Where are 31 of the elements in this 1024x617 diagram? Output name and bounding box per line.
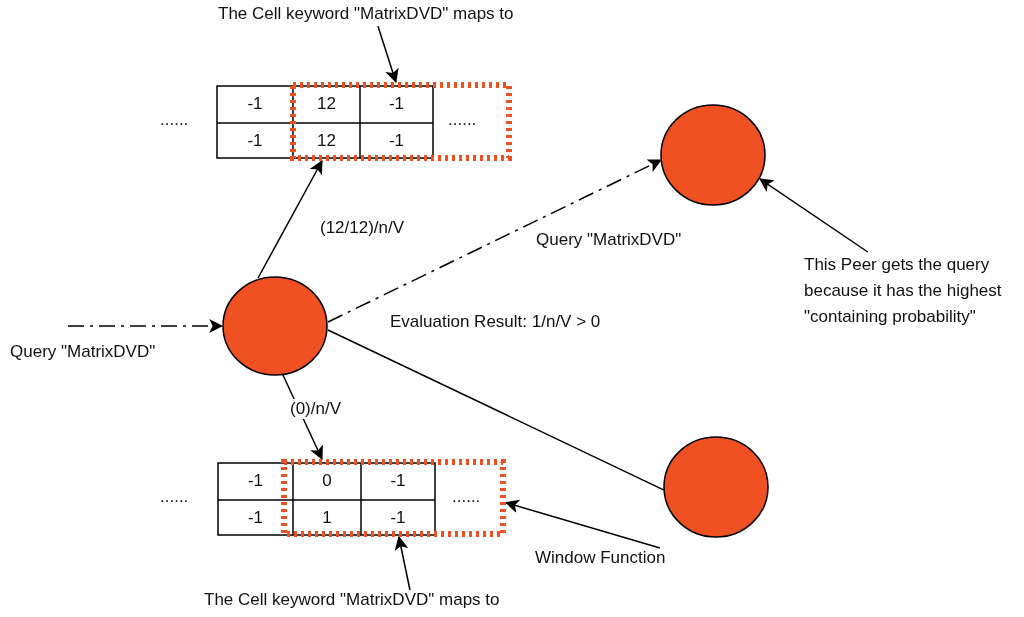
- table-value: -1: [246, 94, 264, 114]
- table-value: 0: [321, 471, 333, 491]
- arrow: [377, 25, 399, 84]
- arrow: [257, 160, 323, 279]
- ellipsis: ......: [447, 110, 478, 130]
- arrow: [759, 178, 869, 253]
- table-value: 12: [316, 94, 337, 114]
- ellipsis: ......: [451, 487, 482, 507]
- table-value: -1: [246, 131, 264, 151]
- table-value: -1: [389, 471, 407, 491]
- arrow: [67, 319, 224, 333]
- table-value: 12: [316, 131, 337, 151]
- table-value: -1: [387, 131, 406, 151]
- table-value: -1: [389, 508, 407, 528]
- annotation-text: The Cell keyword "MatrixDVD" maps to: [218, 4, 515, 25]
- edge-label: Query "MatrixDVD": [534, 230, 684, 250]
- edge-label: (12/12)/n/V: [318, 218, 407, 238]
- table-value: -1: [246, 471, 265, 491]
- table-value: 1: [321, 508, 333, 528]
- annotation-text: This Peer gets the query because it has the highest "containing probability": [804, 254, 1003, 328]
- table-value: -1: [246, 508, 265, 528]
- annotation-text: Evaluation Result: 1/n/V > 0: [389, 312, 602, 332]
- annotation-text: Window Function: [535, 548, 667, 569]
- edge-label: (0)/n/V: [288, 399, 344, 419]
- edge-label: Query "MatrixDVD": [8, 342, 158, 362]
- ellipsis: ......: [159, 487, 190, 507]
- ellipsis: ......: [159, 110, 190, 130]
- arrow: [394, 535, 411, 591]
- arrow: [504, 499, 661, 549]
- annotation-text: The Cell keyword "MatrixDVD" maps to: [204, 590, 501, 611]
- table-value: -1: [387, 94, 406, 114]
